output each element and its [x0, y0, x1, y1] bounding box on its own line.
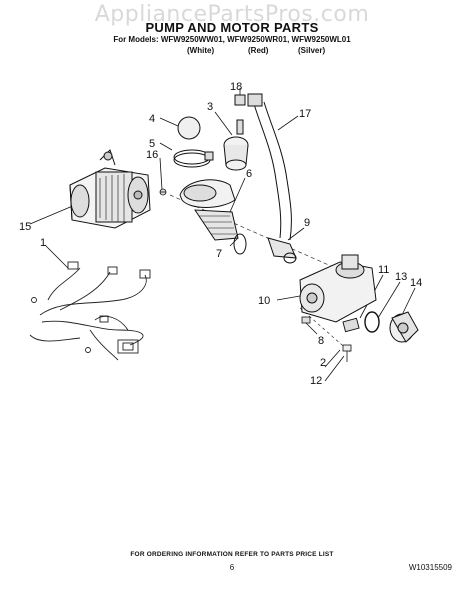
drain-pump [299, 254, 377, 323]
assembly-axis-lower [299, 307, 351, 353]
variant-white: (White) [187, 46, 215, 55]
motor-screw [159, 188, 167, 196]
callout-16: 16 [146, 149, 158, 161]
callout-1: 1 [40, 237, 46, 249]
hose-clip [234, 94, 246, 106]
callout-6: 6 [246, 168, 252, 180]
callout-9: 9 [304, 217, 310, 229]
variant-silver: (Silver) [298, 46, 326, 55]
callout-13: 13 [395, 271, 407, 283]
callout-15: 15 [19, 221, 31, 233]
callout-2: 2 [320, 357, 326, 369]
callout-14: 14 [410, 277, 422, 289]
drain-hose [247, 93, 297, 259]
callout-18: 18 [230, 81, 242, 93]
ordering-note: FOR ORDERING INFORMATION REFER TO PARTS … [130, 551, 334, 558]
variant-red: (Red) [248, 46, 269, 55]
document-number: W10315509 [408, 563, 452, 572]
sump-hose [194, 209, 239, 241]
watermark: AppliancePartsPros.com [94, 2, 370, 27]
sump-assembly [179, 119, 249, 208]
callout-8: 8 [318, 335, 324, 347]
callout-7: 7 [216, 248, 222, 260]
check-ball [177, 116, 201, 140]
page-number: 6 [229, 563, 235, 572]
sump-hose-clamp [233, 233, 247, 255]
pump-clip [301, 316, 311, 324]
hose-clamp [173, 149, 214, 168]
wire-harness [29, 261, 151, 361]
callout-11: 11 [378, 264, 389, 276]
page-title: PUMP AND MOTOR PARTS [145, 20, 319, 35]
callout-17: 17 [299, 108, 311, 120]
callout-12: 12 [310, 375, 322, 387]
pump-screw-set [342, 344, 352, 362]
pump-seal [342, 317, 360, 333]
pump-filter [389, 311, 419, 343]
drive-motor [69, 149, 151, 229]
drain-hose-clamp [283, 252, 297, 264]
callout-4: 4 [149, 113, 155, 125]
callout-3: 3 [207, 101, 213, 113]
model-list: For Models: WFW9250WW01, WFW9250WR01, WF… [113, 35, 351, 44]
callout-5: 5 [149, 138, 155, 150]
callout-10: 10 [258, 295, 270, 307]
filter-o-ring [364, 311, 380, 333]
